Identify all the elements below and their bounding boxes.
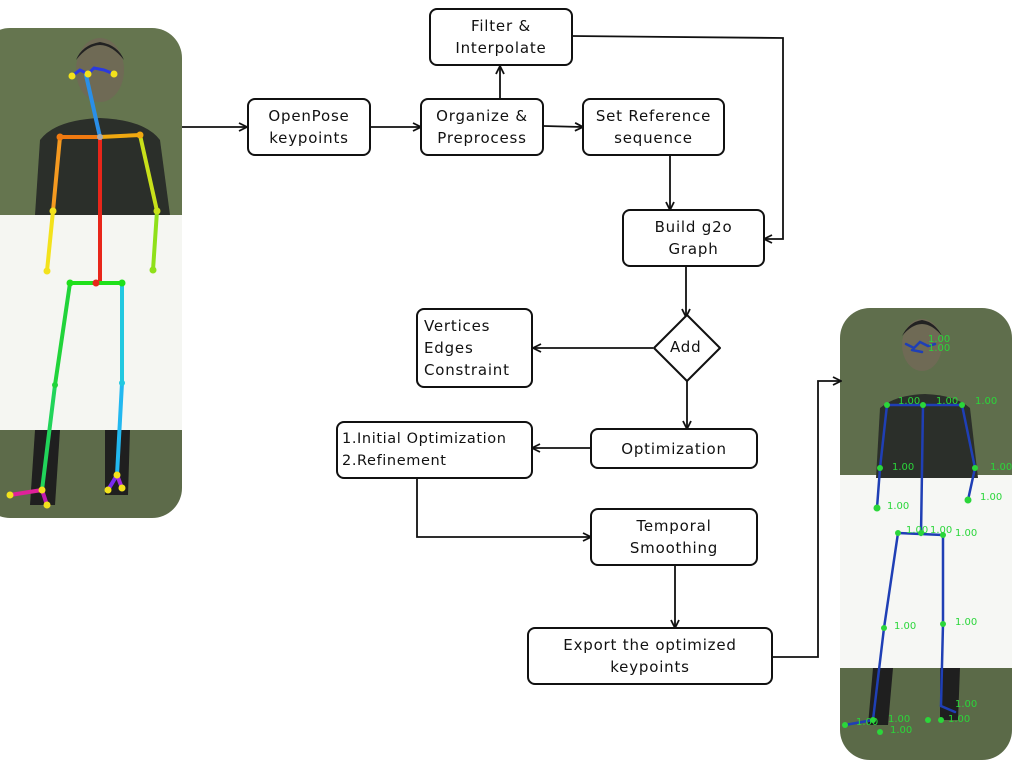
openpose-keypoints-node: OpenPose keypoints <box>247 98 371 156</box>
svg-text:1.00: 1.00 <box>890 725 912 736</box>
svg-text:1.00: 1.00 <box>856 717 878 728</box>
add-label: Add <box>670 338 702 356</box>
arrow-steps-to-smoothing <box>416 479 590 537</box>
svg-text:1.00: 1.00 <box>894 621 916 632</box>
optimization-steps-node: 1.Initial Optimization 2.Refinement <box>336 421 533 479</box>
svg-text:1.00: 1.00 <box>990 462 1012 473</box>
organize-preprocess-node: Organize & Preprocess <box>420 98 544 156</box>
openpose-input-image <box>0 28 182 518</box>
export-keypoints-node: Export the optimized keypoints <box>527 627 773 685</box>
build-graph-node: Build g2o Graph <box>622 209 765 267</box>
confidence-labels: 1.00 1.00 1.00 1.00 1.00 1.00 1.00 1.00 … <box>856 334 1012 736</box>
vertices-edges-constraint-node: Vertices Edges Constraint <box>416 308 533 388</box>
arrow-export-to-output <box>773 381 840 658</box>
arrow-filter-to-graph <box>571 35 784 239</box>
svg-text:1.00: 1.00 <box>936 396 958 407</box>
svg-text:1.00: 1.00 <box>892 462 914 473</box>
svg-text:1.00: 1.00 <box>930 525 952 536</box>
svg-text:1.00: 1.00 <box>898 396 920 407</box>
svg-text:1.00: 1.00 <box>980 492 1002 503</box>
svg-text:1.00: 1.00 <box>955 528 977 539</box>
svg-text:1.00: 1.00 <box>928 343 950 354</box>
add-decision-diamond <box>653 314 721 382</box>
temporal-smoothing-node: Temporal Smoothing <box>590 508 758 566</box>
svg-text:1.00: 1.00 <box>906 525 928 536</box>
filter-interpolate-node: Filter & Interpolate <box>429 8 573 66</box>
svg-text:1.00: 1.00 <box>928 334 950 345</box>
svg-text:1.00: 1.00 <box>948 714 970 725</box>
svg-text:1.00: 1.00 <box>955 617 977 628</box>
arrow-organize-to-reference <box>543 126 582 127</box>
optimization-node: Optimization <box>590 428 758 469</box>
svg-text:1.00: 1.00 <box>955 699 977 710</box>
svg-text:1.00: 1.00 <box>888 714 910 725</box>
set-reference-node: Set Reference sequence <box>582 98 725 156</box>
svg-text:1.00: 1.00 <box>887 501 909 512</box>
optimized-output-image: 1.00 1.00 1.00 1.00 1.00 1.00 1.00 1.00 … <box>840 308 1012 760</box>
svg-text:1.00: 1.00 <box>975 396 997 407</box>
